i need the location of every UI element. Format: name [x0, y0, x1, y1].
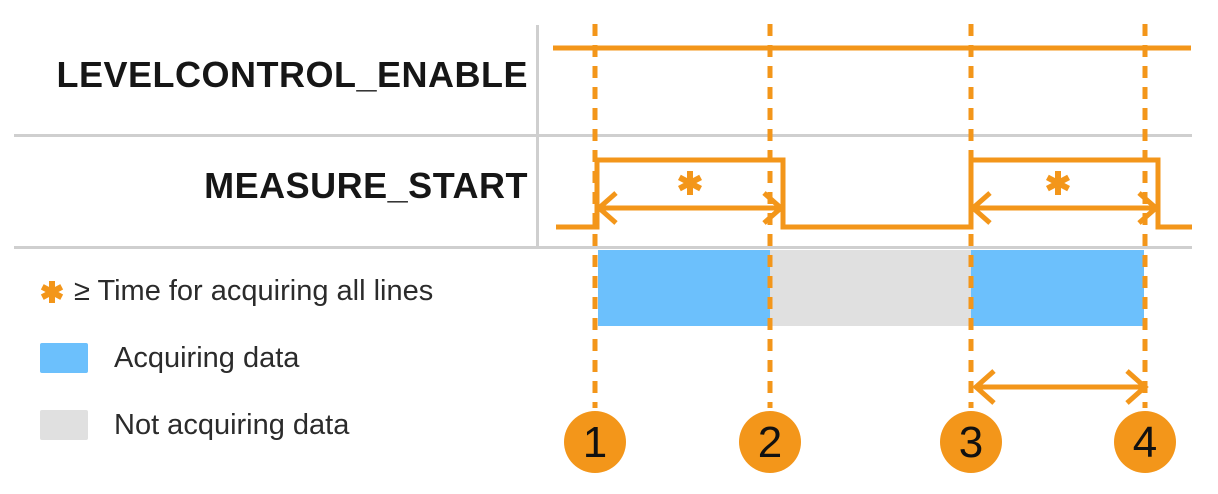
marker-number: 2 [758, 418, 782, 467]
marker-3: 3 [940, 411, 1002, 473]
acquiring-bar-1 [598, 250, 770, 326]
legend-label-not-acquiring: Not acquiring data [114, 409, 350, 441]
marker-circle [739, 411, 801, 473]
label-signal-separator [536, 25, 539, 246]
marker-number: 1 [583, 418, 607, 467]
not-acquiring-bar [770, 250, 971, 326]
arrow-right-head-icon [1137, 191, 1160, 225]
legend-swatch-acquiring [40, 343, 88, 373]
legend-label-acquiring: Acquiring data [114, 342, 300, 374]
marker-2: 2 [739, 411, 801, 473]
marker-circle [1114, 411, 1176, 473]
legend-swatch-not-acquiring [40, 410, 88, 440]
row-separator-bottom [14, 246, 1192, 249]
acquiring-bar-2 [971, 250, 1144, 326]
arrow-right-head-icon [762, 191, 785, 225]
marker-1: 1 [564, 411, 626, 473]
asterisk-annotation-1 [677, 171, 703, 195]
arrow-left-head-icon [969, 191, 992, 225]
asterisk-icon [40, 281, 64, 303]
arrow-right-head-icon [1125, 369, 1149, 405]
marker-number: 4 [1133, 418, 1157, 467]
legend-note: ≥ Time for acquiring all lines [74, 275, 434, 307]
arrow-left-head-icon [972, 369, 996, 405]
marker-circle [564, 411, 626, 473]
signal-label-levelcontrol-enable: LEVELCONTROL_ENABLE [56, 54, 528, 95]
marker-4: 4 [1114, 411, 1176, 473]
measure-start-trace [556, 157, 1192, 230]
asterisk-annotation-2 [1045, 171, 1071, 195]
marker-number: 3 [959, 418, 983, 467]
pulse2-width-arrow [969, 191, 1160, 225]
signal-label-measure-start: MEASURE_START [204, 165, 528, 206]
pulse1-width-arrow [595, 191, 785, 225]
marker-circle [940, 411, 1002, 473]
event-dashed-lines [592, 24, 1148, 408]
arrow-left-head-icon [595, 191, 618, 225]
acquisition-bars [598, 250, 1144, 326]
marker3-4-interval-arrow [972, 369, 1149, 405]
row-separator-top [14, 134, 1192, 137]
